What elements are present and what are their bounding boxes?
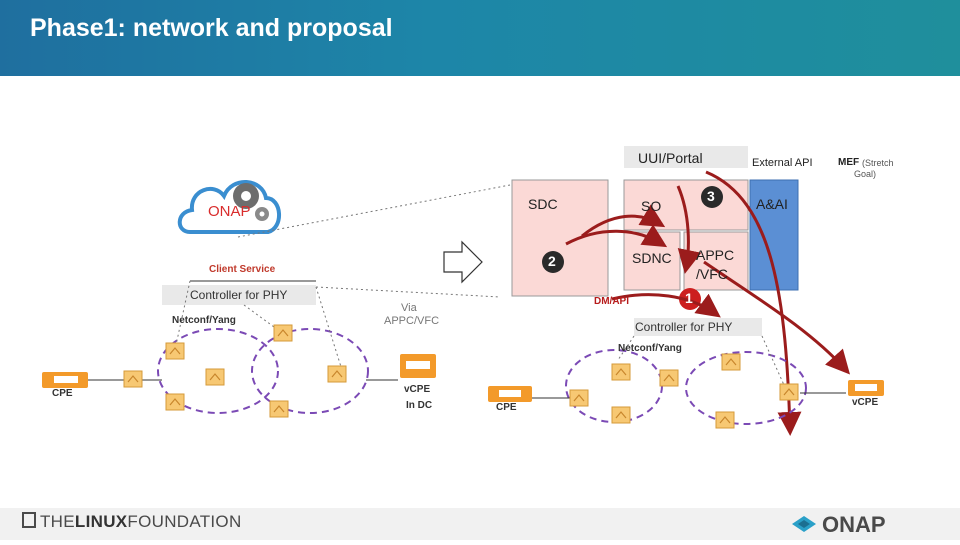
flow-arrow — [705, 170, 802, 436]
onap-logo-text: ONAP — [822, 512, 886, 537]
step-2-label: 2 — [548, 253, 556, 269]
router-icon — [205, 368, 225, 386]
client-service-label: Client Service — [209, 264, 276, 275]
flow-arrow — [703, 260, 851, 375]
controller-label-right: Controller for PHY — [635, 320, 733, 334]
uui-portal-box — [624, 146, 748, 168]
onap-cloud-icon — [177, 180, 281, 234]
transition-arrow-icon — [443, 240, 483, 284]
step-3-icon — [701, 186, 723, 208]
uui-portal-label: UUI/Portal — [638, 150, 703, 166]
router-icon — [611, 363, 631, 381]
router-icon — [659, 369, 679, 387]
so-label: SO — [641, 198, 662, 214]
router-icon — [721, 353, 741, 371]
flow-arrow — [565, 224, 668, 248]
sdnc-label: SDNC — [632, 250, 672, 266]
flow-arrow — [611, 293, 721, 318]
lf-logo-part: THE — [40, 512, 75, 531]
router-icon — [273, 324, 293, 342]
external-api-label: External API — [752, 157, 813, 169]
router-icon — [269, 400, 289, 418]
via-sub-label: APPC/VFC — [384, 315, 440, 327]
vcpe-label-right: vCPE — [852, 397, 879, 408]
network-ring — [685, 351, 807, 425]
dm-api-label: DM/API — [594, 296, 629, 307]
vfc-label: /VFC — [696, 266, 728, 282]
controller-label-left: Controller for PHY — [190, 288, 288, 302]
linux-foundation-mark-icon — [22, 512, 36, 528]
projection-line — [315, 286, 501, 298]
flow-arrow — [676, 185, 702, 274]
network-ring — [251, 328, 369, 414]
router-icon — [611, 406, 631, 424]
controller-box-right — [634, 318, 762, 336]
step-3-label: 3 — [707, 188, 715, 204]
router-icon — [327, 365, 347, 383]
controller-box-left — [162, 285, 316, 305]
cpe-label-right: CPE — [496, 402, 517, 413]
vcpe-label-left: vCPE — [404, 384, 431, 395]
router-icon — [779, 383, 799, 401]
step-2-icon — [542, 251, 564, 273]
aai-label: A&AI — [756, 196, 788, 212]
router-icon — [123, 370, 143, 388]
cpe-label-left: CPE — [52, 388, 73, 399]
router-icon — [715, 411, 735, 429]
router-icon — [165, 393, 185, 411]
router-icon — [165, 342, 185, 360]
page-title: Phase1: network and proposal — [30, 14, 393, 42]
lf-logo-part: FOUNDATION — [127, 512, 242, 531]
mef-label: MEF — [838, 157, 860, 168]
appc-label: APPC — [696, 247, 735, 263]
lf-logo-part: LINUX — [74, 512, 128, 531]
vcpe-sub-label-left: In DC — [406, 400, 433, 411]
via-label: Via — [401, 302, 417, 314]
netconf-label-right: Netconf/Yang — [618, 343, 682, 354]
flow-arrow — [581, 204, 666, 238]
onap-footer-logo: ONAP — [790, 510, 930, 545]
mef-sub-label-2: Goal) — [854, 169, 877, 179]
netconf-label-left: Netconf/Yang — [172, 315, 236, 326]
onap-label: ONAP — [208, 203, 251, 220]
sdc-box — [511, 179, 609, 297]
mef-sub-label: (Stretch — [862, 158, 894, 168]
sdc-label: SDC — [528, 196, 558, 212]
step-1-label: 1 — [685, 290, 693, 306]
projection-line — [237, 184, 511, 238]
linux-foundation-logo: THELINUXFOUNDATION — [22, 512, 242, 532]
router-icon — [569, 389, 589, 407]
network-ring — [157, 328, 279, 414]
title-bar: Phase1: network and proposal — [0, 0, 960, 76]
